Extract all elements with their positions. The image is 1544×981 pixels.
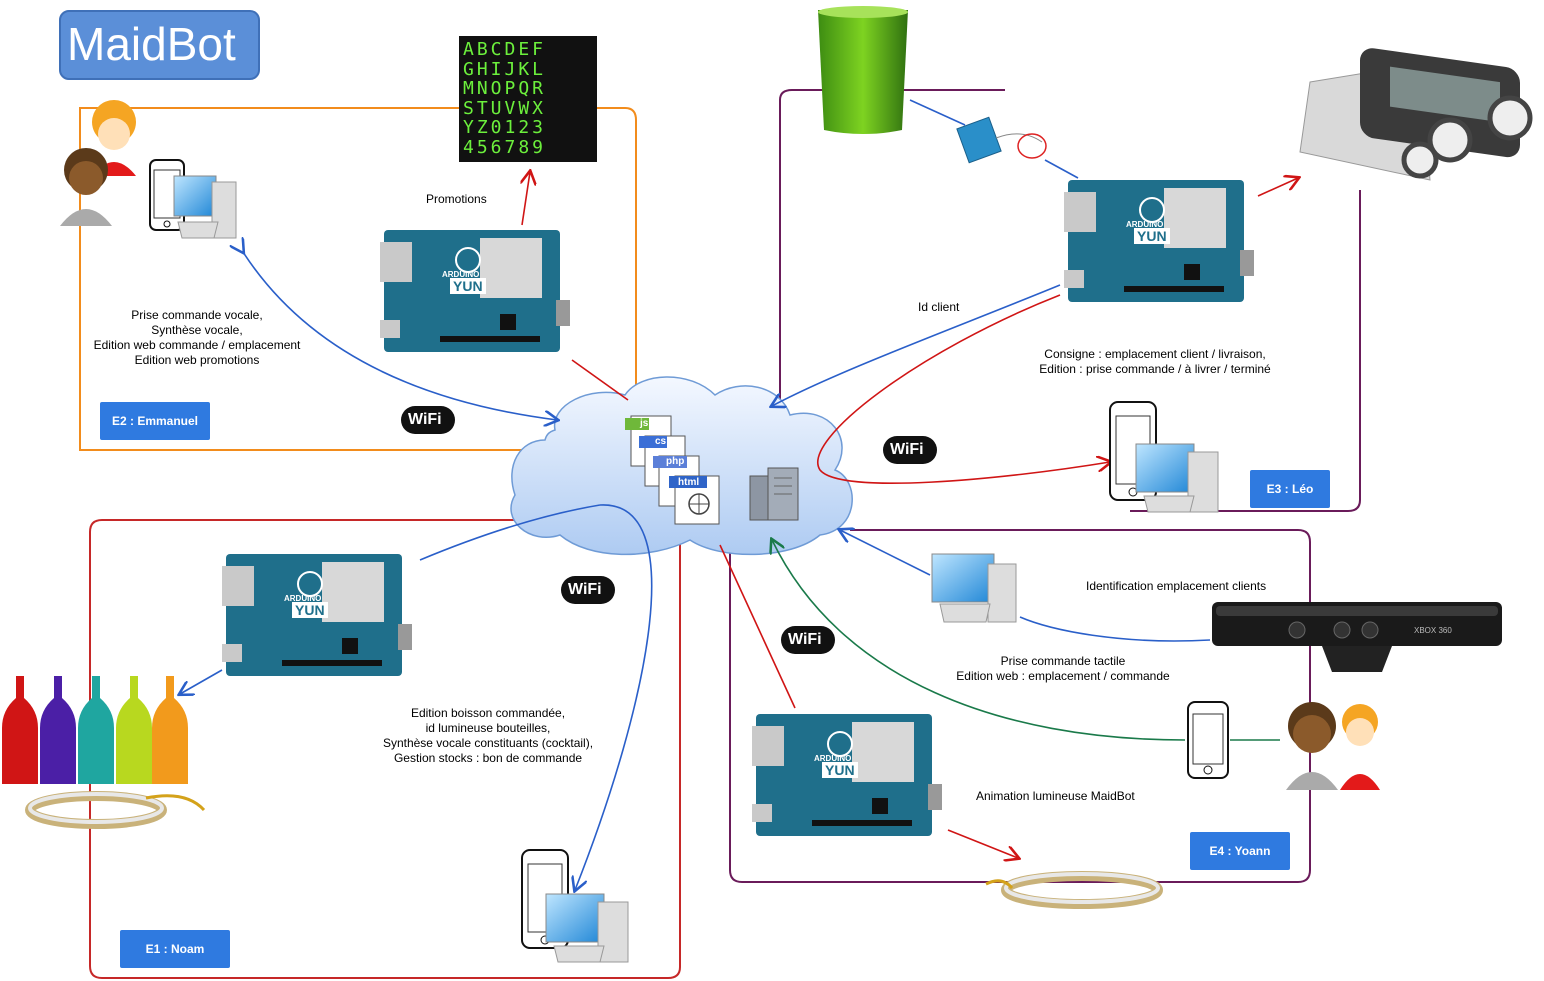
file-label-js: js — [640, 418, 649, 429]
board-brand: ARDUINO — [442, 270, 480, 279]
wifi-icon: WiFi — [780, 622, 836, 658]
team-badge-e3: E3 : Léo — [1250, 470, 1330, 508]
label-promotions: Promotions — [426, 192, 487, 206]
task-line: Prise commande vocale, — [131, 308, 263, 322]
page-title: MaidBot — [67, 18, 236, 70]
task-line: Synthèse vocale, — [151, 323, 243, 337]
link-e3-pc — [817, 294, 1110, 484]
team-badge-e2: E2 : Emmanuel — [100, 402, 210, 440]
link-glass-rfid — [909, 99, 966, 126]
e3-frame — [779, 89, 1005, 101]
board-model: YUN — [292, 602, 328, 618]
robot — [1299, 48, 1533, 181]
label-identification: Identification emplacement clients — [1086, 579, 1267, 593]
file-label-cs: cs — [655, 436, 667, 447]
task-line: Edition web : emplacement / commande — [956, 669, 1170, 683]
matrix-row: YZ0123 — [463, 117, 547, 138]
pc-icon — [930, 552, 1020, 626]
task-line: Edition boisson commandée, — [410, 706, 566, 720]
task-line: Synthèse vocale constituants (cocktail), — [382, 736, 594, 750]
file-label-php: php — [666, 456, 685, 467]
e4-frame — [729, 529, 1311, 883]
led-matrix-display — [459, 36, 597, 162]
link-kinect-pc4 — [1019, 616, 1211, 642]
link-yun3-robot — [1257, 178, 1298, 197]
arduino-yun-board: ARDUINO YUN — [1064, 178, 1254, 304]
color-bottles — [2, 676, 188, 784]
link-yun2-display — [522, 172, 530, 226]
task-line: Consigne : emplacement client / livraiso… — [1044, 347, 1266, 361]
matrix-row: STUVWX — [463, 97, 547, 119]
team-badge-e4: E4 : Yoann — [1190, 832, 1290, 870]
arduino-yun-board: ARDUINO YUN — [752, 712, 942, 838]
user-group-icon — [1286, 702, 1380, 790]
task-line: Gestion stocks : bon de commande — [393, 751, 583, 765]
e3-frame-3 — [1130, 190, 1361, 512]
link-yun1-bottles — [180, 669, 223, 694]
board-model: YUN — [822, 762, 858, 778]
kinect-sensor — [1212, 602, 1502, 672]
arduino-yun-board: ARDUINO YUN — [222, 552, 412, 678]
phone-pc-icon — [520, 848, 632, 966]
board-model: YUN — [450, 278, 486, 294]
task-line: Edition web commande / emplacement — [93, 338, 301, 352]
rfid-reader — [956, 116, 1047, 164]
user-group-icon — [60, 100, 136, 226]
wifi-label: WiFi — [408, 411, 442, 428]
matrix-row: 456789 — [463, 136, 547, 158]
led-matrix-text: ABCDEF GHIJKL MNOPQR STUVWX YZ0123 45678… — [463, 40, 593, 157]
link-cloud-e1pc — [575, 504, 653, 890]
link-yun4-strip — [947, 829, 1018, 858]
label-animation: Animation lumineuse MaidBot — [976, 789, 1135, 803]
kinect-label: XBOX 360 — [1414, 626, 1452, 635]
title-banner: MaidBot — [59, 10, 260, 80]
link-cloud-yun2 — [571, 359, 629, 401]
wifi-icon: WiFi — [400, 402, 456, 438]
label-e3-tasks: Consigne : emplacement client / livraiso… — [1026, 347, 1284, 377]
led-strip — [985, 871, 1163, 909]
link-e2-cloud — [243, 252, 557, 420]
board-brand: ARDUINO — [1126, 220, 1164, 229]
team-badge-e1: E1 : Noam — [120, 930, 230, 968]
arduino-yun-board: ARDUINO YUN — [380, 228, 570, 354]
wifi-label: WiFi — [890, 441, 924, 458]
label-e1-tasks: Edition boisson commandée, id lumineuse … — [372, 706, 604, 766]
label-e4-tasks: Prise commande tactile Edition web : emp… — [944, 654, 1182, 684]
board-brand: ARDUINO — [814, 754, 852, 763]
board-brand: ARDUINO — [284, 594, 322, 603]
matrix-row: ABCDEF — [463, 39, 547, 60]
file-label-html: html — [678, 477, 700, 488]
board-model: YUN — [1134, 228, 1170, 244]
wifi-icon: WiFi — [560, 572, 616, 608]
wifi-label: WiFi — [568, 581, 602, 598]
label-id-client: Id client — [918, 300, 960, 314]
task-line: Edition : prise commande / à livrer / te… — [1039, 362, 1271, 376]
task-line: Prise commande tactile — [1000, 654, 1126, 668]
green-glass — [818, 6, 908, 134]
phone-pc-icon — [148, 158, 240, 246]
link-pc4-cloud — [840, 530, 931, 576]
link-rfid-yun3 — [1044, 159, 1079, 179]
matrix-row: GHIJKL — [463, 58, 547, 80]
link-phone4-cloud — [772, 540, 1186, 741]
server-icon — [749, 467, 799, 521]
code-files — [625, 415, 720, 525]
phone-icon — [1186, 700, 1232, 782]
e1-frame — [89, 519, 681, 979]
led-strip — [25, 791, 206, 829]
link-idclient — [772, 284, 1061, 406]
label-e2-tasks: Prise commande vocale, Synthèse vocale, … — [84, 308, 310, 368]
link-yun1-cloud — [419, 504, 601, 561]
wifi-label: WiFi — [788, 631, 822, 648]
matrix-row: MNOPQR — [463, 78, 547, 99]
task-line: id lumineuse bouteilles, — [425, 721, 551, 735]
task-line: Edition web promotions — [134, 353, 260, 367]
wifi-icon: WiFi — [882, 432, 938, 468]
phone-pc-icon — [1108, 400, 1224, 516]
link-cloud-yun4 — [719, 544, 796, 709]
